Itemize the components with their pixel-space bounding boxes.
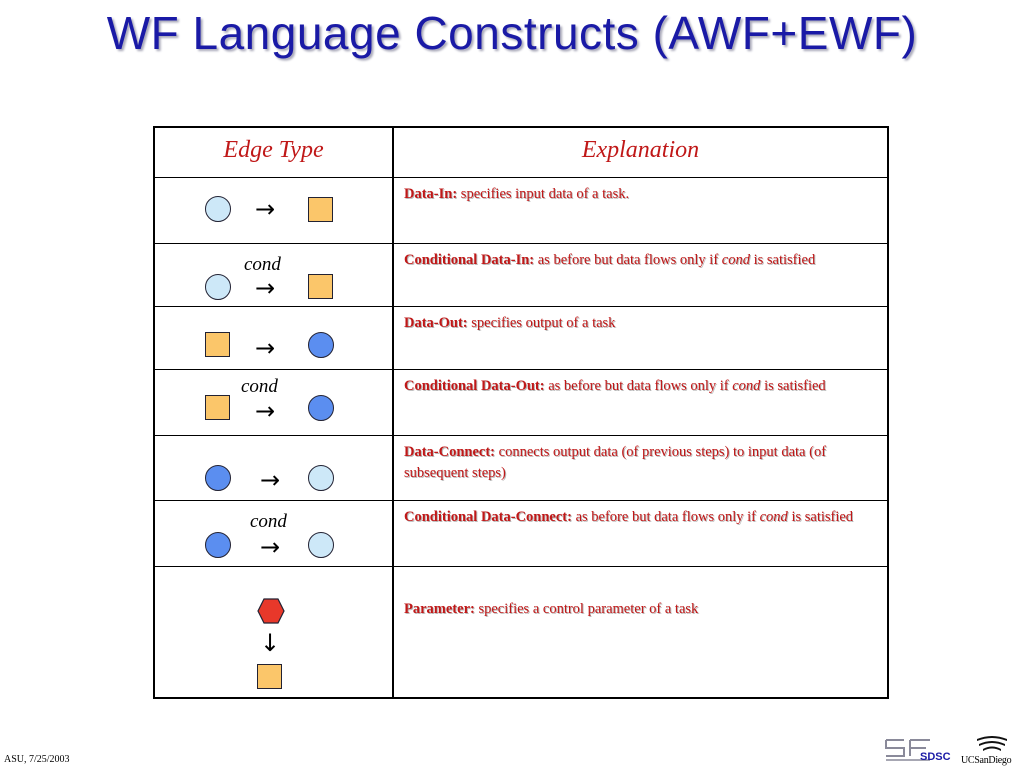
task-square-icon bbox=[257, 664, 282, 689]
arrow-right-icon: → bbox=[255, 195, 276, 223]
explanation-text: Conditional Data-In: as before but data … bbox=[404, 252, 816, 268]
slide-title: WF Language Constructs (AWF+EWF) bbox=[106, 7, 918, 59]
arrow-right-icon: → bbox=[260, 533, 281, 561]
npaci-logo-icon bbox=[885, 739, 930, 761]
arrow-down-icon: ↓ bbox=[260, 629, 281, 657]
arrow-right-icon: → bbox=[255, 397, 276, 425]
table-row: cond → Conditional Data-Out: as before b… bbox=[155, 369, 887, 435]
explanation-text: Data-Out: specifies output of a task bbox=[404, 315, 616, 331]
explanation-text: Conditional Data-Connect: as before but … bbox=[404, 509, 854, 525]
arrow-right-icon: → bbox=[255, 274, 276, 302]
task-square-icon bbox=[308, 274, 333, 299]
table-row: ↓ Parameter: specifies a control paramet… bbox=[155, 566, 887, 697]
data-output-circle-icon bbox=[308, 332, 334, 358]
task-square-icon bbox=[205, 395, 230, 420]
arrow-right-icon: → bbox=[260, 466, 281, 494]
table-header-row: Edge Type Explanation bbox=[155, 128, 887, 177]
task-square-icon bbox=[205, 332, 230, 357]
data-output-circle-icon bbox=[205, 532, 231, 558]
sdsc-logo-text: SDSC bbox=[920, 751, 951, 763]
cond-caption: cond bbox=[250, 511, 287, 532]
table-row: → Data-In: specifies input data of a tas… bbox=[155, 177, 887, 243]
table-row: → Data-Out: specifies output of a task bbox=[155, 306, 887, 369]
explanation-text: Conditional Data-Out: as before but data… bbox=[404, 378, 826, 394]
data-output-circle-icon bbox=[308, 395, 334, 421]
header-edge-type: Edge Type bbox=[223, 137, 324, 163]
data-input-circle-icon bbox=[308, 465, 334, 491]
cond-caption: cond bbox=[241, 376, 278, 397]
cond-caption: cond bbox=[244, 254, 281, 275]
data-input-circle-icon bbox=[205, 274, 231, 300]
task-square-icon bbox=[308, 197, 333, 222]
header-explanation: Explanation bbox=[581, 137, 700, 163]
explanation-text: Data-In: specifies input data of a task. bbox=[404, 186, 630, 202]
ucsd-wave-logo-icon bbox=[977, 736, 1007, 751]
data-output-circle-icon bbox=[205, 465, 231, 491]
ucsd-logo-text: UCSanDiego bbox=[961, 755, 1012, 766]
parameter-hexagon-icon bbox=[257, 598, 285, 624]
data-input-circle-icon bbox=[205, 196, 231, 222]
data-input-circle-icon bbox=[308, 532, 334, 558]
explanation-text: Parameter: specifies a control parameter… bbox=[404, 601, 699, 617]
arrow-right-icon: → bbox=[255, 334, 276, 362]
table-row: cond → Conditional Data-Connect: as befo… bbox=[155, 500, 887, 566]
footer-date: ASU, 7/25/2003 bbox=[4, 754, 70, 765]
explanation-text: Data-Connect: connects output data (of p… bbox=[404, 444, 827, 481]
edge-type-table: Edge Type Explanation → Data-In: specifi… bbox=[153, 126, 889, 699]
table-row: → Data-Connect: connects output data (of… bbox=[155, 435, 887, 500]
table-row: cond → Conditional Data-In: as before bu… bbox=[155, 243, 887, 306]
